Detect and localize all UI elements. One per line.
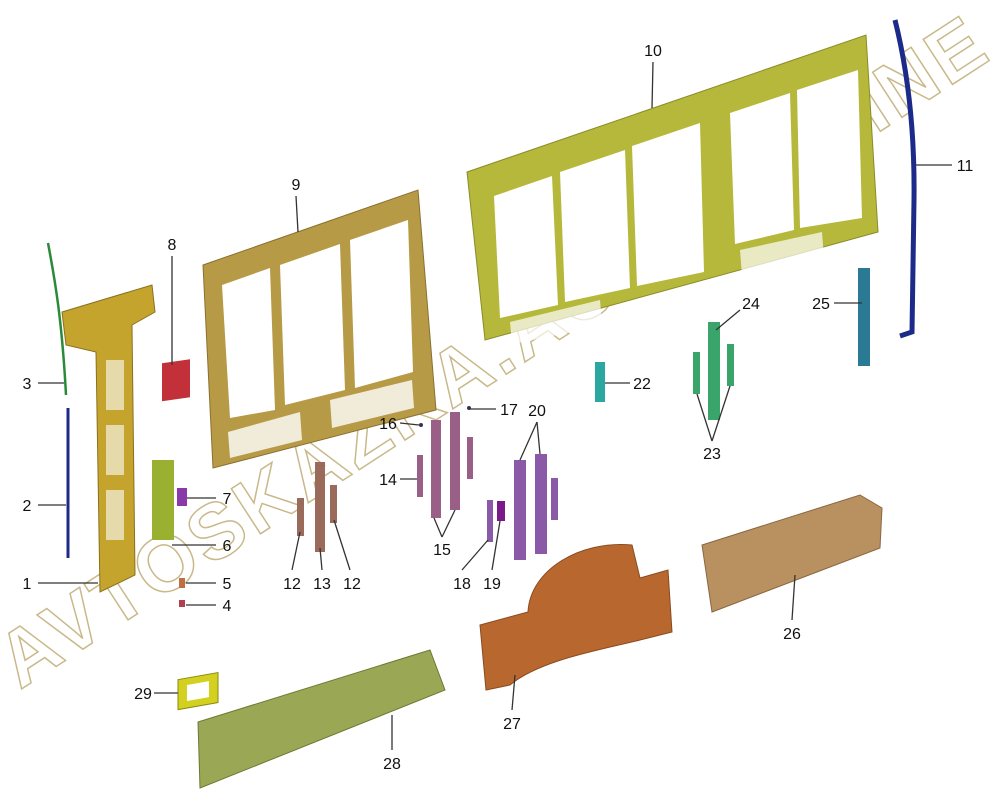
part-8[interactable] (162, 359, 190, 402)
part-16[interactable] (419, 423, 423, 427)
part-15-a[interactable] (431, 420, 441, 518)
label-11: 11 (957, 158, 974, 175)
label-18: 18 (453, 576, 471, 593)
part-9-side-panel[interactable] (202, 189, 437, 469)
part-13[interactable] (315, 462, 325, 552)
leader-lines (38, 61, 952, 750)
label-20: 20 (528, 403, 546, 420)
part-20-b[interactable] (535, 454, 547, 554)
part-1-pillar[interactable] (61, 284, 156, 593)
label-22: 22 (633, 376, 651, 393)
label-5: 5 (223, 576, 232, 593)
part-26[interactable] (701, 494, 883, 613)
part-6[interactable] (152, 460, 174, 540)
label-17: 17 (500, 402, 518, 419)
label-27: 27 (503, 716, 521, 733)
label-10: 10 (644, 43, 662, 60)
part-20-c[interactable] (551, 478, 558, 520)
label-28: 28 (383, 756, 401, 773)
label-3: 3 (23, 376, 32, 393)
label-8: 8 (168, 237, 177, 254)
label-23: 23 (703, 446, 721, 463)
part-15-c[interactable] (467, 437, 473, 479)
part-28[interactable] (197, 649, 446, 789)
label-29: 29 (134, 686, 152, 703)
part-29[interactable] (177, 671, 219, 711)
label-7: 7 (223, 491, 232, 508)
label-9: 9 (292, 177, 301, 194)
part-22[interactable] (595, 362, 605, 402)
part-15-b[interactable] (450, 412, 460, 510)
part-25[interactable] (858, 268, 870, 366)
label-19: 19 (483, 576, 501, 593)
part-24[interactable] (708, 322, 720, 420)
label-16: 16 (379, 416, 397, 433)
label-25: 25 (812, 296, 830, 313)
part-20-a[interactable] (514, 460, 526, 560)
callout-labels: 1 2 3 4 5 6 7 8 9 10 11 12 13 12 14 15 1… (23, 43, 974, 773)
part-11-strip[interactable] (892, 19, 917, 339)
label-1: 1 (23, 576, 32, 593)
label-12a: 12 (283, 576, 301, 593)
label-4: 4 (223, 598, 232, 615)
label-13: 13 (313, 576, 331, 593)
part-12-left[interactable] (297, 498, 304, 536)
part-5[interactable] (179, 578, 185, 588)
part-19[interactable] (497, 501, 505, 521)
part-18[interactable] (487, 500, 493, 542)
part-27[interactable] (479, 543, 673, 691)
label-12b: 12 (343, 576, 361, 593)
label-24: 24 (742, 296, 760, 313)
part-14[interactable] (417, 455, 423, 497)
label-6: 6 (223, 538, 232, 555)
part-12-right[interactable] (330, 485, 337, 523)
label-2: 2 (23, 498, 32, 515)
part-7[interactable] (177, 488, 187, 506)
part-23-a[interactable] (693, 352, 700, 394)
part-3-strip[interactable] (46, 242, 68, 396)
label-26: 26 (783, 626, 801, 643)
label-15: 15 (433, 542, 451, 559)
part-4[interactable] (179, 600, 185, 607)
label-14: 14 (379, 472, 397, 489)
part-23-b[interactable] (727, 344, 734, 386)
part-10-side-panel[interactable] (466, 34, 879, 344)
